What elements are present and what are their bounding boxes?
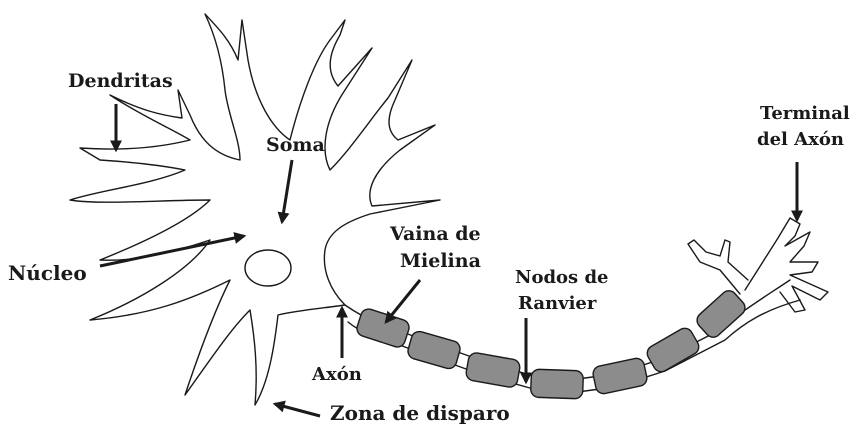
myelin-segment xyxy=(592,357,649,395)
myelin-segment xyxy=(465,352,521,389)
myelin-segment xyxy=(355,307,411,349)
label-terminal-line1: Terminal xyxy=(760,103,850,124)
label-soma: Soma xyxy=(266,134,325,156)
label-terminal-line2: del Axón xyxy=(757,129,844,150)
nucleus xyxy=(245,250,291,286)
arrow-vaina xyxy=(386,280,420,322)
label-vaina-line1: Vaina de xyxy=(389,223,481,245)
myelin-segment xyxy=(694,288,748,341)
arrow-zona xyxy=(275,404,320,416)
arrow-soma xyxy=(282,160,292,222)
label-nodos-line1: Nodos de xyxy=(515,267,609,288)
myelin-segment xyxy=(406,330,462,371)
label-zona: Zona de disparo xyxy=(330,401,510,425)
myelin-segment xyxy=(531,369,584,399)
axon-terminal-outline xyxy=(688,218,828,312)
label-dendritas: Dendritas xyxy=(68,70,173,92)
label-vaina-line2: Mielina xyxy=(400,250,481,272)
label-nodos-line2: Ranvier xyxy=(518,293,597,314)
label-axon: Axón xyxy=(311,364,362,385)
label-nucleo: Núcleo xyxy=(8,261,87,285)
